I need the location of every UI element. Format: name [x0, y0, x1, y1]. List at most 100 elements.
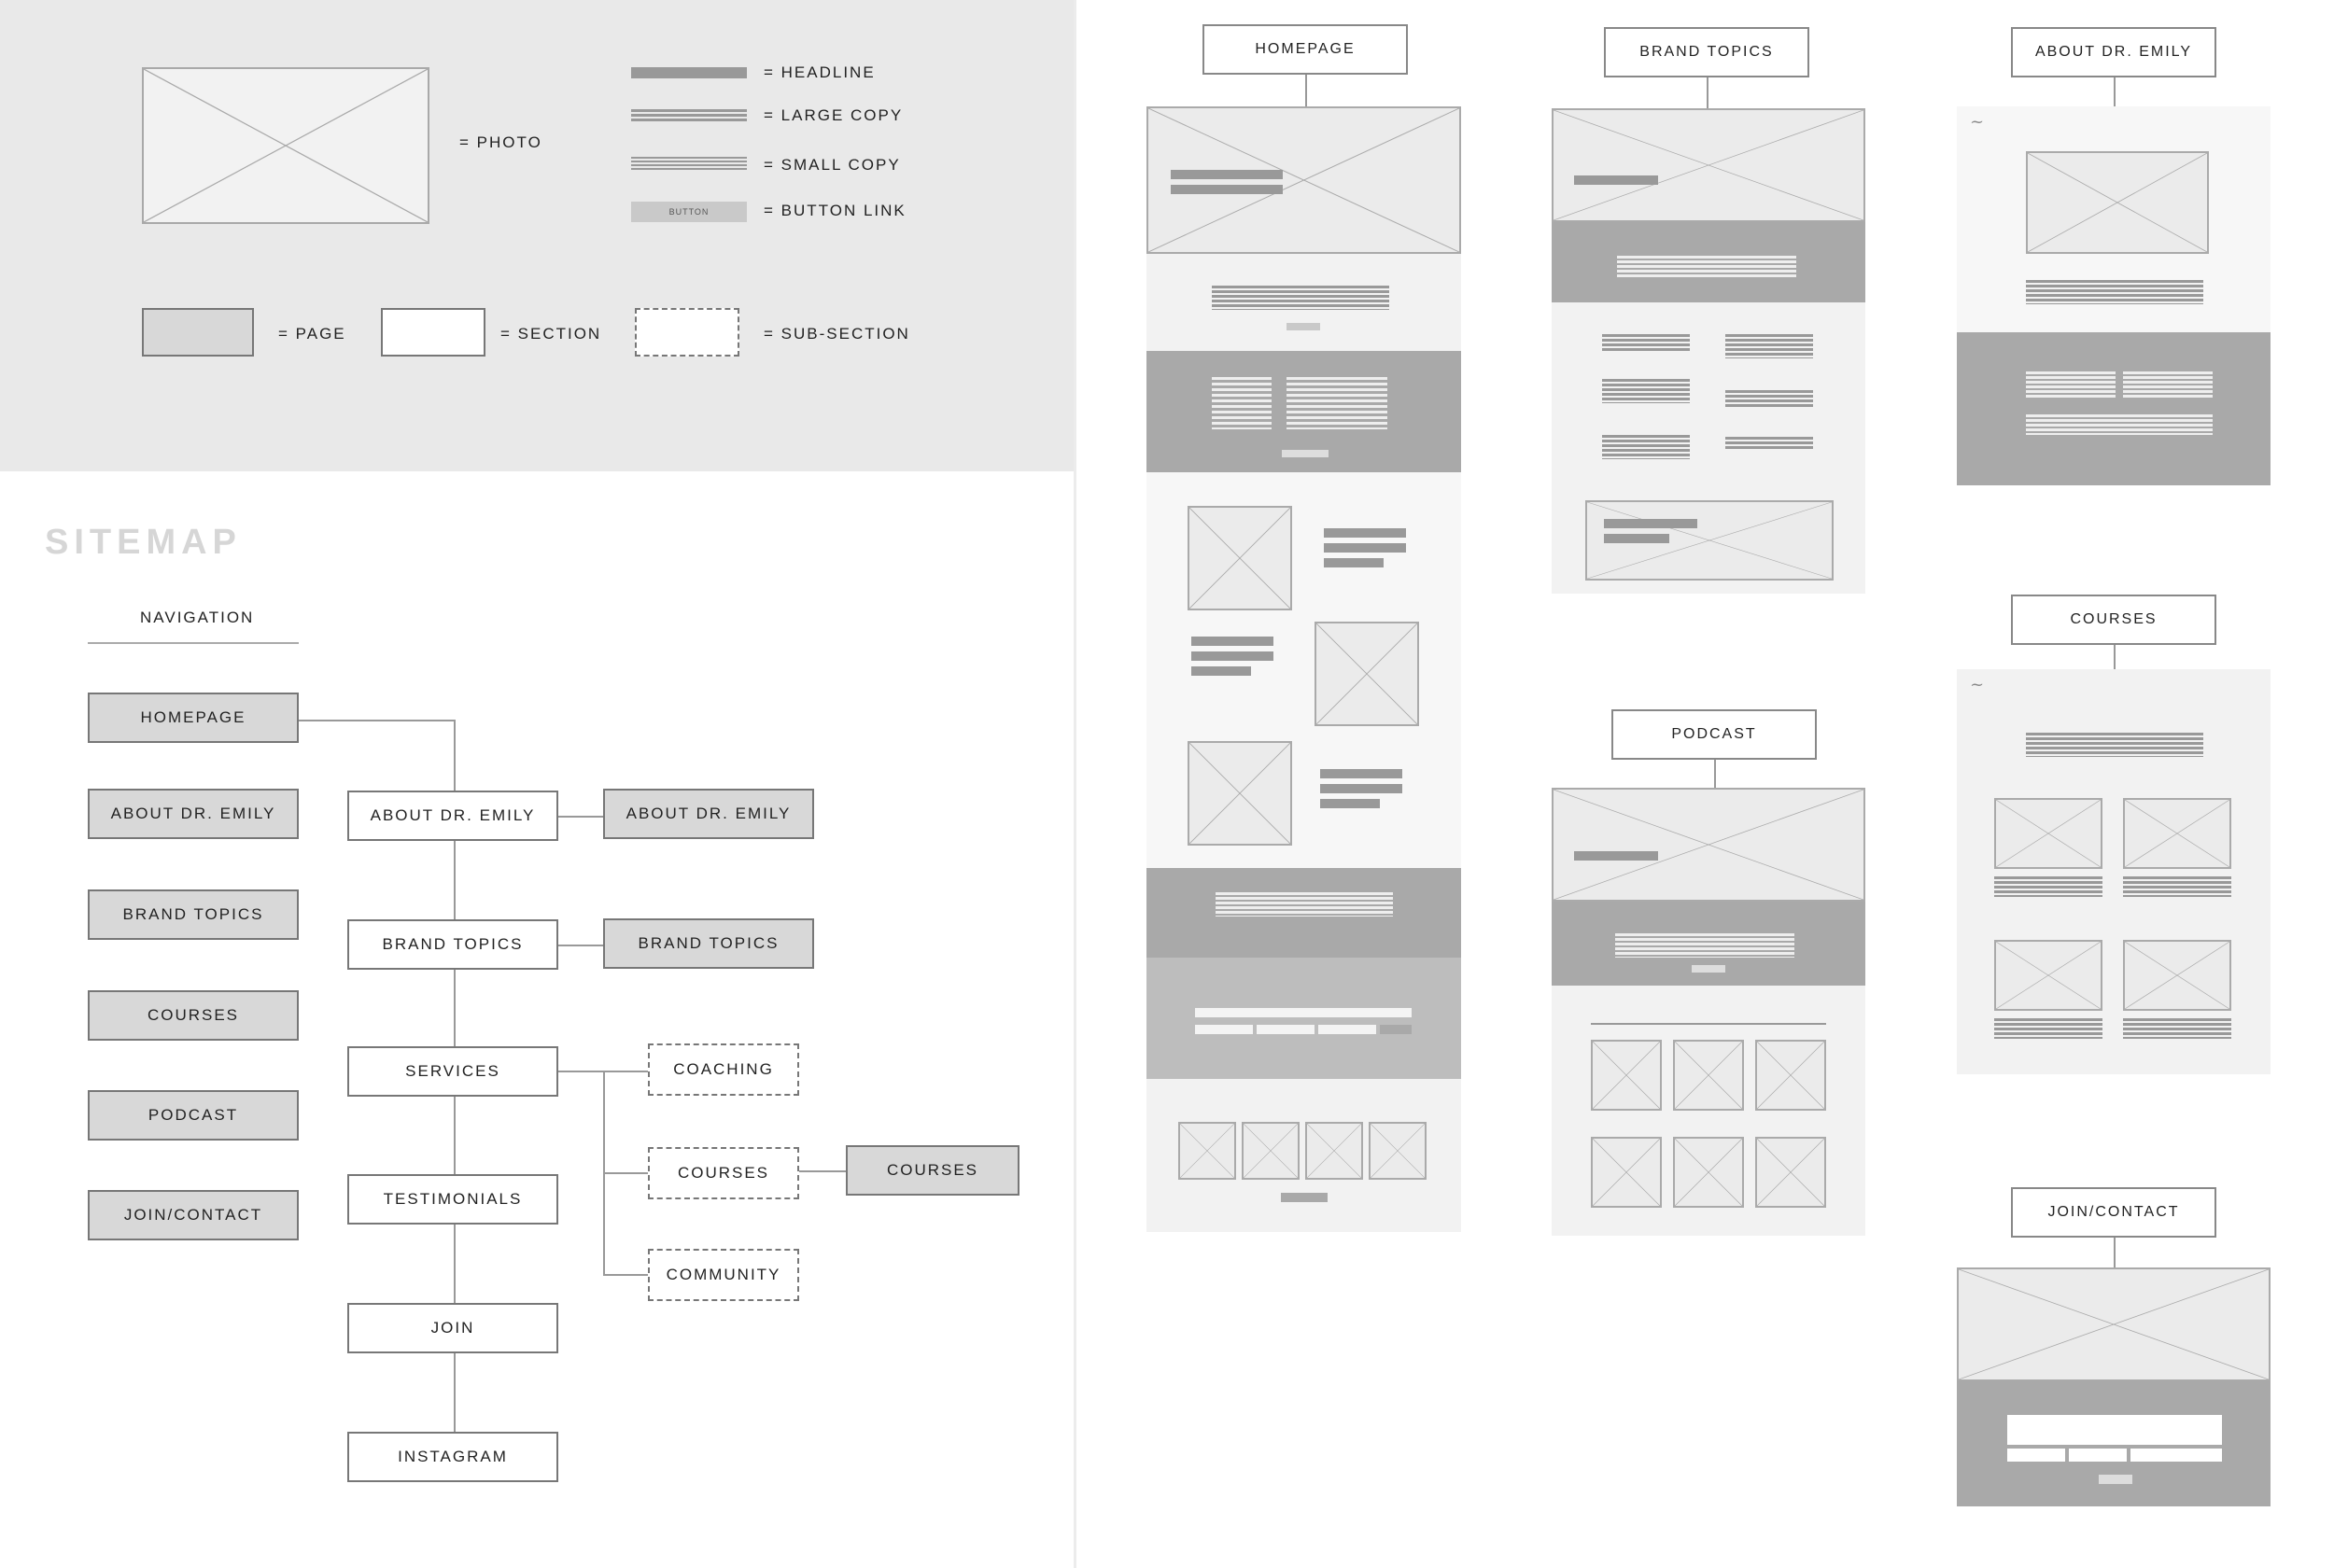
connector-line [1305, 75, 1307, 106]
instagram-photo [1369, 1122, 1427, 1180]
services-button [1282, 450, 1329, 457]
topic-copy [1602, 379, 1690, 403]
contact-input [2007, 1449, 2065, 1462]
sub-section-courses[interactable]: COURSES [648, 1147, 799, 1199]
connector-line [2114, 77, 2116, 106]
linked-page-brand-topics[interactable]: BRAND TOPICS [603, 918, 814, 969]
hero-photo [1146, 106, 1461, 254]
instagram-photo [1178, 1122, 1236, 1180]
episode-photo [1591, 1137, 1662, 1208]
section-instagram[interactable]: INSTAGRAM [347, 1432, 558, 1482]
connector-line [1707, 77, 1708, 108]
intro-copy [1212, 286, 1389, 310]
course-photo [1994, 798, 2102, 869]
connector-line [558, 816, 603, 818]
nav-page-courses[interactable]: COURSES [88, 990, 299, 1041]
nav-page-podcast[interactable]: PODCAST [88, 1090, 299, 1141]
nav-page-about[interactable]: ABOUT DR. EMILY [88, 789, 299, 839]
connector-line [299, 720, 456, 721]
nav-page-join-contact[interactable]: JOIN/CONTACT [88, 1190, 299, 1240]
wireframe-title-about: ABOUT DR. EMILY [2011, 27, 2216, 77]
legend-headline-swatch [631, 67, 747, 78]
join-band [1146, 958, 1461, 1079]
instagram-photo [1242, 1122, 1300, 1180]
episode-photo [1755, 1137, 1826, 1208]
sub-section-coaching[interactable]: COACHING [648, 1043, 799, 1096]
topic-copy [1725, 390, 1813, 407]
logo-mark: ~ [1970, 112, 1985, 132]
nav-page-homepage[interactable]: HOMEPAGE [88, 693, 299, 743]
wireframe-courses: ~ [1957, 669, 2271, 1149]
intro-button [1692, 965, 1725, 973]
course-copy [2123, 1018, 2231, 1039]
legend-button-swatch: BUTTON [631, 202, 747, 222]
contact-button [2099, 1475, 2132, 1484]
topic-headline [1320, 799, 1380, 808]
navigation-heading: NAVIGATION [140, 609, 255, 626]
contact-input [2069, 1449, 2127, 1462]
sub-section-community[interactable]: COMMUNITY [648, 1249, 799, 1301]
hero-photo [1552, 108, 1865, 222]
legend-page-label: = PAGE [278, 325, 346, 343]
topic-headline [1324, 528, 1406, 538]
nav-page-brand-topics[interactable]: BRAND TOPICS [88, 889, 299, 940]
connector-line [603, 1274, 648, 1276]
contact-input [2007, 1415, 2222, 1445]
episode-photo [1755, 1040, 1826, 1111]
navigation-underline [88, 642, 299, 644]
intro-copy [1617, 256, 1796, 278]
legend-large-copy-label: = LARGE COPY [764, 106, 904, 124]
testimonial-copy [1216, 892, 1393, 917]
credentials-copy [2026, 414, 2213, 435]
wireframe-about: ~ [1957, 106, 2271, 556]
topic-copy [1602, 334, 1690, 351]
section-testimonials[interactable]: TESTIMONIALS [347, 1174, 558, 1225]
topic-headline [1320, 769, 1402, 778]
course-copy [1994, 1018, 2102, 1039]
connector-line [558, 1071, 605, 1072]
services-copy [1287, 377, 1387, 429]
footer-band [1146, 1232, 1461, 1301]
course-copy [1994, 876, 2102, 897]
connector-line [603, 1071, 648, 1072]
vertical-divider [1074, 0, 1076, 1568]
footer-band [1957, 1074, 2271, 1149]
topic-copy [1725, 334, 1813, 358]
topic-photo [1315, 622, 1419, 726]
legend-small-copy-swatch [631, 157, 747, 172]
topic-headline [1191, 637, 1273, 646]
legend-headline-label: = HEADLINE [764, 63, 876, 81]
footer-band [1957, 485, 2271, 556]
section-brand-topics[interactable]: BRAND TOPICS [347, 919, 558, 970]
portrait-photo [2026, 151, 2209, 254]
footer-band [1552, 594, 1865, 668]
legend-photo-label: = PHOTO [459, 133, 542, 151]
wireframe-join-contact [1957, 1267, 2271, 1549]
episode-photo [1673, 1137, 1744, 1208]
topic-copy [1725, 437, 1813, 450]
course-photo [2123, 940, 2231, 1011]
linked-page-courses[interactable]: COURSES [846, 1145, 1019, 1196]
legend-photo-placeholder [142, 67, 429, 224]
section-join[interactable]: JOIN [347, 1303, 558, 1353]
episode-photo [1591, 1040, 1662, 1111]
wireframe-title-brand-topics: BRAND TOPICS [1604, 27, 1809, 77]
footer-band [1552, 1236, 1865, 1310]
connector-line [2114, 645, 2116, 669]
linked-page-about[interactable]: ABOUT DR. EMILY [603, 789, 814, 839]
wireframe-title-podcast: PODCAST [1611, 709, 1817, 760]
connector-line [2114, 1238, 2116, 1267]
contact-input [2130, 1449, 2222, 1462]
topic-headline [1191, 666, 1251, 676]
services-copy [1212, 377, 1272, 429]
credentials-copy [2123, 371, 2213, 399]
hero-headline [1574, 851, 1658, 861]
courses-intro-copy [2026, 733, 2203, 757]
section-services[interactable]: SERVICES [347, 1046, 558, 1097]
legend-sub-section-swatch [635, 308, 739, 357]
connector-line [558, 945, 603, 946]
legend-large-copy-swatch [631, 109, 747, 122]
section-about[interactable]: ABOUT DR. EMILY [347, 791, 558, 841]
wireframe-title-homepage: HOMEPAGE [1202, 24, 1408, 75]
topic-photo [1188, 741, 1292, 846]
